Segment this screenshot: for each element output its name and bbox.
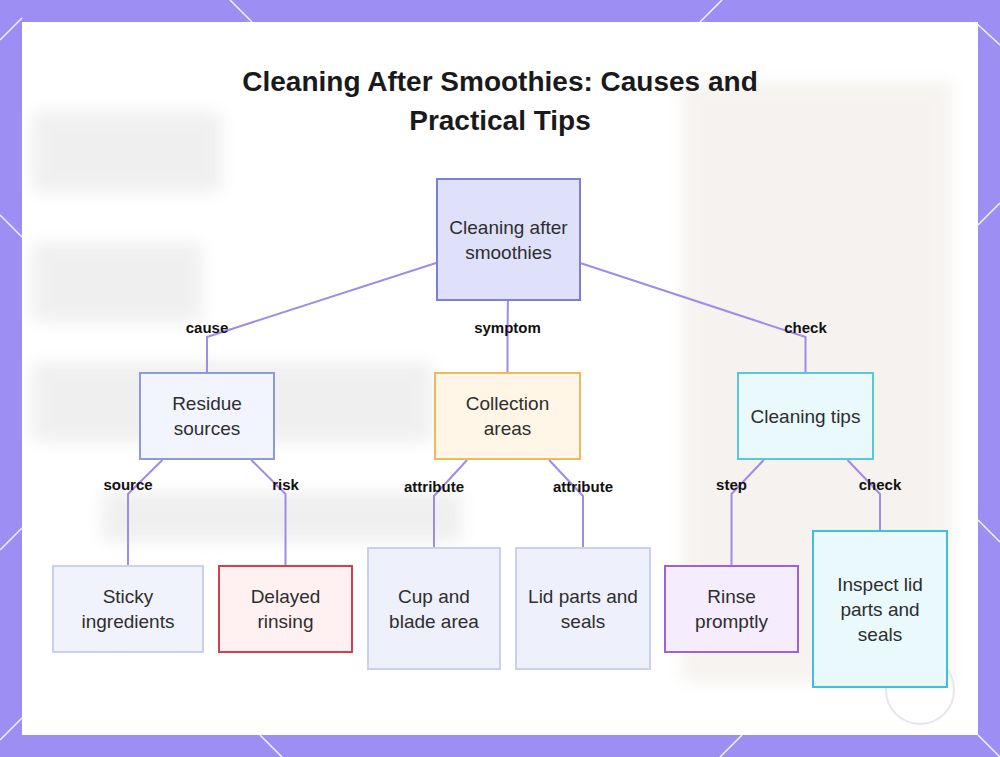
node-label: Sticky ingredients: [62, 584, 194, 634]
edge-label: check: [859, 476, 902, 493]
connector-line: [848, 460, 880, 530]
leaf-box: Sticky ingredients: [52, 565, 204, 653]
node-label: Cleaning tips: [751, 404, 861, 429]
risk-box: Delayed rinsing: [218, 565, 353, 653]
leaf-box: Cup and blade area: [367, 547, 501, 670]
node-label: Inspect lid parts and seals: [822, 572, 938, 647]
step-box: Rinse promptly: [664, 565, 799, 653]
edge-label: attribute: [553, 478, 613, 495]
node-label: Rinse promptly: [674, 584, 789, 634]
diagram-title: Cleaning After Smoothies: Causes and Pra…: [200, 62, 800, 140]
leaf-box: Lid parts and seals: [515, 547, 651, 670]
category-box: Collection areas: [434, 372, 581, 460]
edge-label: attribute: [404, 478, 464, 495]
category-box: Cleaning tips: [737, 372, 874, 460]
category-box: Residue sources: [139, 372, 275, 460]
edge-label: risk: [272, 476, 299, 493]
connector-line: [507, 301, 509, 372]
edge-label: source: [103, 476, 152, 493]
connector-line: [434, 460, 467, 547]
edge-label: check: [784, 319, 827, 336]
edge-label: step: [716, 476, 747, 493]
connector-line: [581, 263, 806, 372]
connector-line: [207, 263, 436, 372]
node-label: Delayed rinsing: [228, 584, 343, 634]
connector-line: [549, 460, 583, 547]
node-label: Cup and blade area: [377, 584, 491, 634]
node-label: Residue sources: [149, 391, 265, 441]
node-label: Cleaning after smoothies: [446, 215, 571, 265]
root-box: Cleaning after smoothies: [436, 178, 581, 301]
node-label: Lid parts and seals: [525, 584, 641, 634]
edge-label: cause: [186, 319, 229, 336]
edge-label: symptom: [474, 319, 541, 336]
check-box: Inspect lid parts and seals: [812, 530, 948, 688]
node-label: Collection areas: [444, 391, 571, 441]
